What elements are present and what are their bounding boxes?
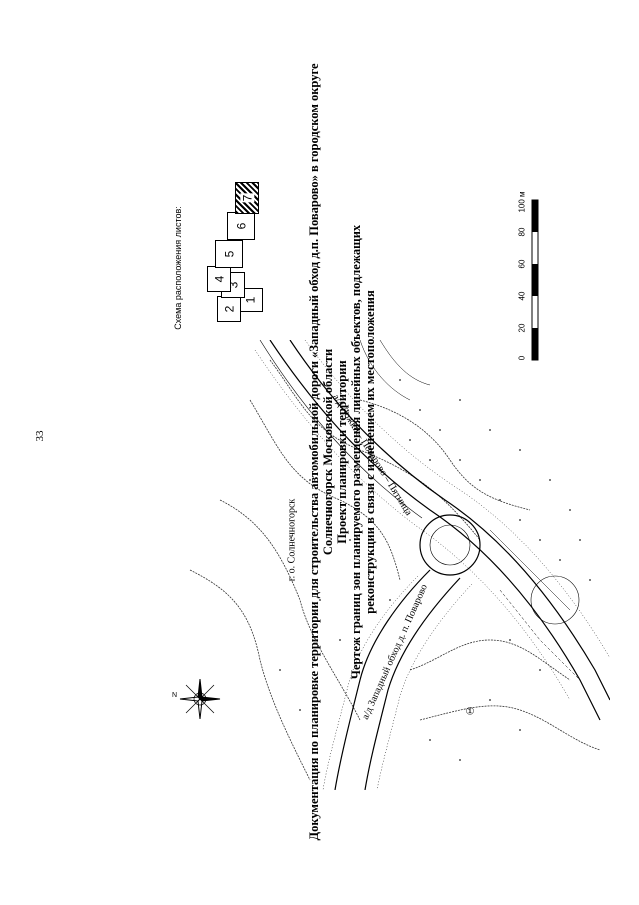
scale-tick-80-text: 80 bbox=[517, 227, 527, 237]
map-svg bbox=[189, 339, 611, 791]
scheme-label-text: Схема расположения листов: bbox=[173, 206, 183, 330]
map-marker-text: ① bbox=[465, 706, 475, 718]
scale-tick-60-text: 60 bbox=[517, 259, 527, 269]
north-label: N bbox=[172, 692, 178, 699]
scale-tick-100-text: 100 м bbox=[517, 191, 527, 213]
vegetation-marks bbox=[279, 379, 591, 761]
scale-bar bbox=[510, 190, 560, 370]
sheet-5-label: 5 bbox=[222, 250, 236, 258]
sheet-7-label: 7 bbox=[240, 193, 254, 203]
compass-rose-icon bbox=[178, 677, 222, 721]
sheet-5: 5 bbox=[215, 240, 243, 268]
sheet-6-label: 6 bbox=[234, 222, 248, 230]
sheet-1-label: 1 bbox=[243, 296, 257, 304]
sheet-4-label: 4 bbox=[212, 275, 226, 283]
map-drawing bbox=[160, 339, 611, 791]
district-label-text: г. о. Солнечногорск bbox=[286, 498, 298, 582]
contour-lines bbox=[189, 359, 601, 781]
roundabout bbox=[419, 514, 580, 625]
scale-tick-20-text: 20 bbox=[517, 323, 527, 333]
sheet-6: 6 bbox=[227, 212, 255, 240]
sheet-scheme: 1 2 3 4 5 6 7 bbox=[205, 180, 275, 322]
small-paths bbox=[359, 339, 581, 681]
road-edge-hatching bbox=[254, 339, 611, 791]
page-number-text: 33 bbox=[34, 430, 46, 442]
scale-tick-40-text: 40 bbox=[517, 291, 527, 301]
bypass-road bbox=[334, 569, 461, 791]
scale-bar-graphic bbox=[531, 199, 539, 361]
sheet-7: 7 bbox=[235, 182, 259, 214]
sheet-2: 2 bbox=[217, 296, 241, 322]
main-road bbox=[259, 339, 611, 721]
sheet-2-label: 2 bbox=[222, 305, 236, 313]
sheet-4: 4 bbox=[207, 266, 231, 292]
